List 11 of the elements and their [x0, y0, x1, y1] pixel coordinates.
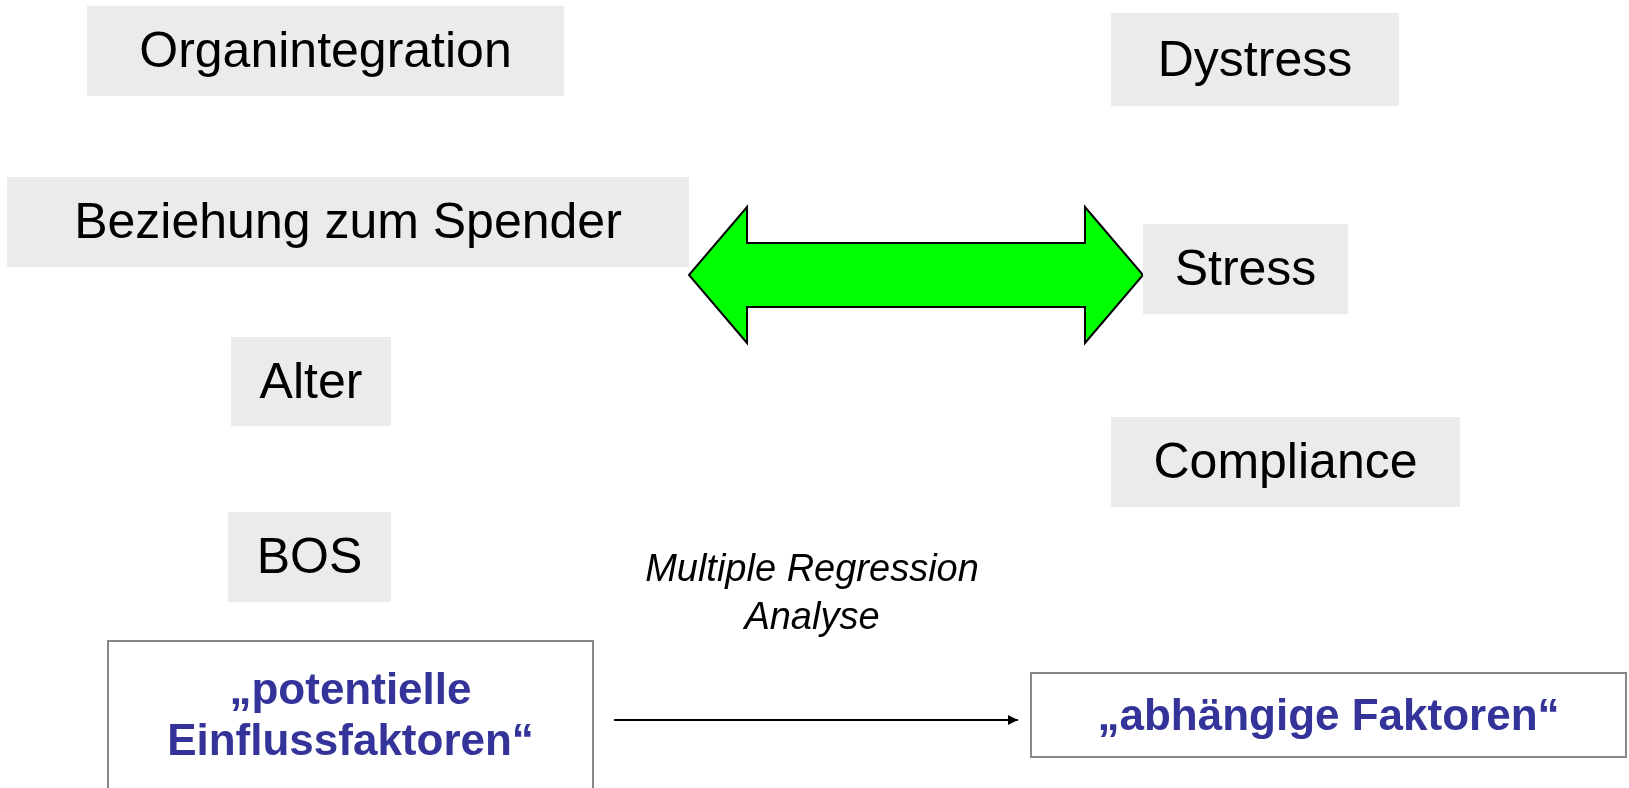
block-arrow: [687, 204, 1145, 346]
term-box: BOS: [228, 512, 391, 602]
arrow: [613, 715, 1019, 725]
category-box: „abhängige Faktoren“: [1030, 672, 1627, 758]
term-box: Stress: [1143, 224, 1348, 314]
term-box: Compliance: [1111, 417, 1460, 507]
term-box: Alter: [231, 337, 391, 426]
term-box: Organintegration: [87, 6, 564, 96]
term-box: Beziehung zum Spender: [7, 177, 689, 267]
term-box: Dystress: [1111, 13, 1399, 106]
category-box: „potentielle Einflussfaktoren“: [107, 640, 594, 788]
